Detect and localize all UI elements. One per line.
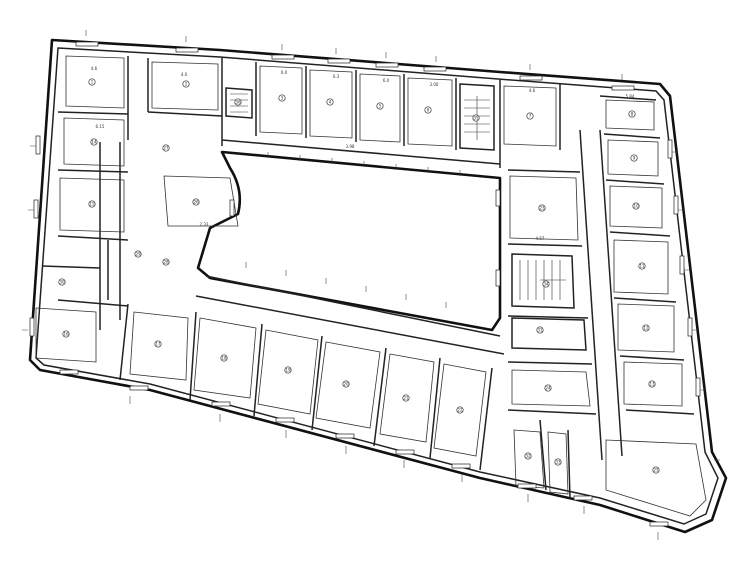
room-number: 18 (221, 355, 227, 360)
room-marker (652, 466, 660, 474)
room-marker (456, 406, 464, 414)
room-number: 36 (235, 99, 241, 104)
room-marker (58, 278, 66, 286)
room-marker (632, 202, 640, 210)
room-marker (642, 324, 650, 332)
room-marker (134, 250, 142, 258)
room-marker (472, 114, 480, 122)
room-marker (648, 380, 656, 388)
room-marker (402, 394, 410, 402)
room-number: 15 (89, 201, 95, 206)
room-number: 23 (539, 205, 545, 210)
room-number: 12 (643, 325, 649, 330)
room-number: 26 (193, 199, 199, 204)
room-marker (62, 330, 70, 338)
room-marker (542, 280, 550, 288)
room-marker (538, 204, 546, 212)
room-number: 32 (525, 453, 531, 458)
room-number: 20 (343, 381, 349, 386)
room-number: 19 (285, 367, 291, 372)
room-marker (284, 366, 292, 374)
room-marker (424, 106, 432, 114)
dimension-label: 4.0 (181, 72, 188, 77)
dimension-label: 6.0 (383, 78, 390, 83)
room-number: 2 (185, 81, 188, 86)
room-number: 16 (63, 331, 69, 336)
dimension-ticks (22, 30, 720, 540)
room-number: 24 (545, 385, 551, 390)
room-marker (376, 102, 384, 110)
room-marker (628, 110, 636, 118)
room-number: 21 (403, 395, 409, 400)
room-marker (162, 258, 170, 266)
room-marker (524, 452, 532, 460)
dimension-label: 6.15 (96, 124, 105, 129)
room-marker (638, 262, 646, 270)
room-marker (88, 200, 96, 208)
dimension-label: 4.6 (529, 88, 536, 93)
dimension-label: 6.3 (333, 74, 340, 79)
room-marker (526, 112, 534, 120)
room-marker (536, 326, 544, 334)
room-marker (182, 80, 190, 88)
room-number: 35 (473, 115, 479, 120)
room-marker (234, 98, 242, 106)
dimension-label: 2.33 (200, 222, 209, 227)
room-number: 6 (427, 107, 430, 112)
windows (29, 41, 701, 527)
room-number: 3 (281, 95, 284, 100)
dimension-label: 3.98 (346, 144, 355, 149)
room-number: 8 (631, 111, 634, 116)
corridors (99, 129, 623, 461)
room-number: 13 (649, 381, 655, 386)
room-marker (220, 354, 228, 362)
room-number: 30 (59, 279, 65, 284)
room-number: 5 (379, 103, 382, 108)
dimension-label: 4.6 (91, 66, 98, 71)
room-number: 7 (529, 113, 532, 118)
courtyard-outline (196, 150, 502, 332)
room-number: 14 (91, 139, 97, 144)
room-number: 28 (163, 259, 169, 264)
room-marker (326, 98, 334, 106)
dimension-labels: 4.6 4.0 6.0 6.3 6.0 3.00 4.6 5.84 6.15 3.98 4.57 2.… (91, 66, 635, 241)
room-marker (90, 138, 98, 146)
room-number: 11 (639, 263, 645, 268)
room-number: 17 (155, 341, 161, 346)
room-number: 1 (91, 79, 94, 84)
room-number: 29 (135, 251, 141, 256)
room-number: 22 (457, 407, 463, 412)
room-interiors (35, 55, 707, 517)
room-partitions (41, 56, 695, 499)
room-marker (544, 384, 552, 392)
dimension-label: 3.00 (430, 82, 439, 87)
room-number: 4 (329, 99, 332, 104)
dimension-label: 6.0 (281, 70, 288, 75)
room-marker (88, 78, 96, 86)
room-marker (162, 144, 170, 152)
room-marker (554, 458, 562, 466)
room-marker (278, 94, 286, 102)
room-number: 10 (633, 203, 639, 208)
room-marker (630, 154, 638, 162)
dimension-label: 4.57 (536, 236, 545, 241)
room-number: 9 (633, 155, 636, 160)
room-marker (154, 340, 162, 348)
room-marker (342, 380, 350, 388)
room-number: 31 (537, 327, 543, 332)
room-marker (192, 198, 200, 206)
room-number: 33 (555, 459, 561, 464)
room-number: 25 (653, 467, 659, 472)
room-number: 27 (163, 145, 169, 150)
exterior-wall (28, 38, 728, 534)
room-number: 34 (543, 281, 549, 286)
dimension-label: 5.84 (626, 94, 635, 99)
